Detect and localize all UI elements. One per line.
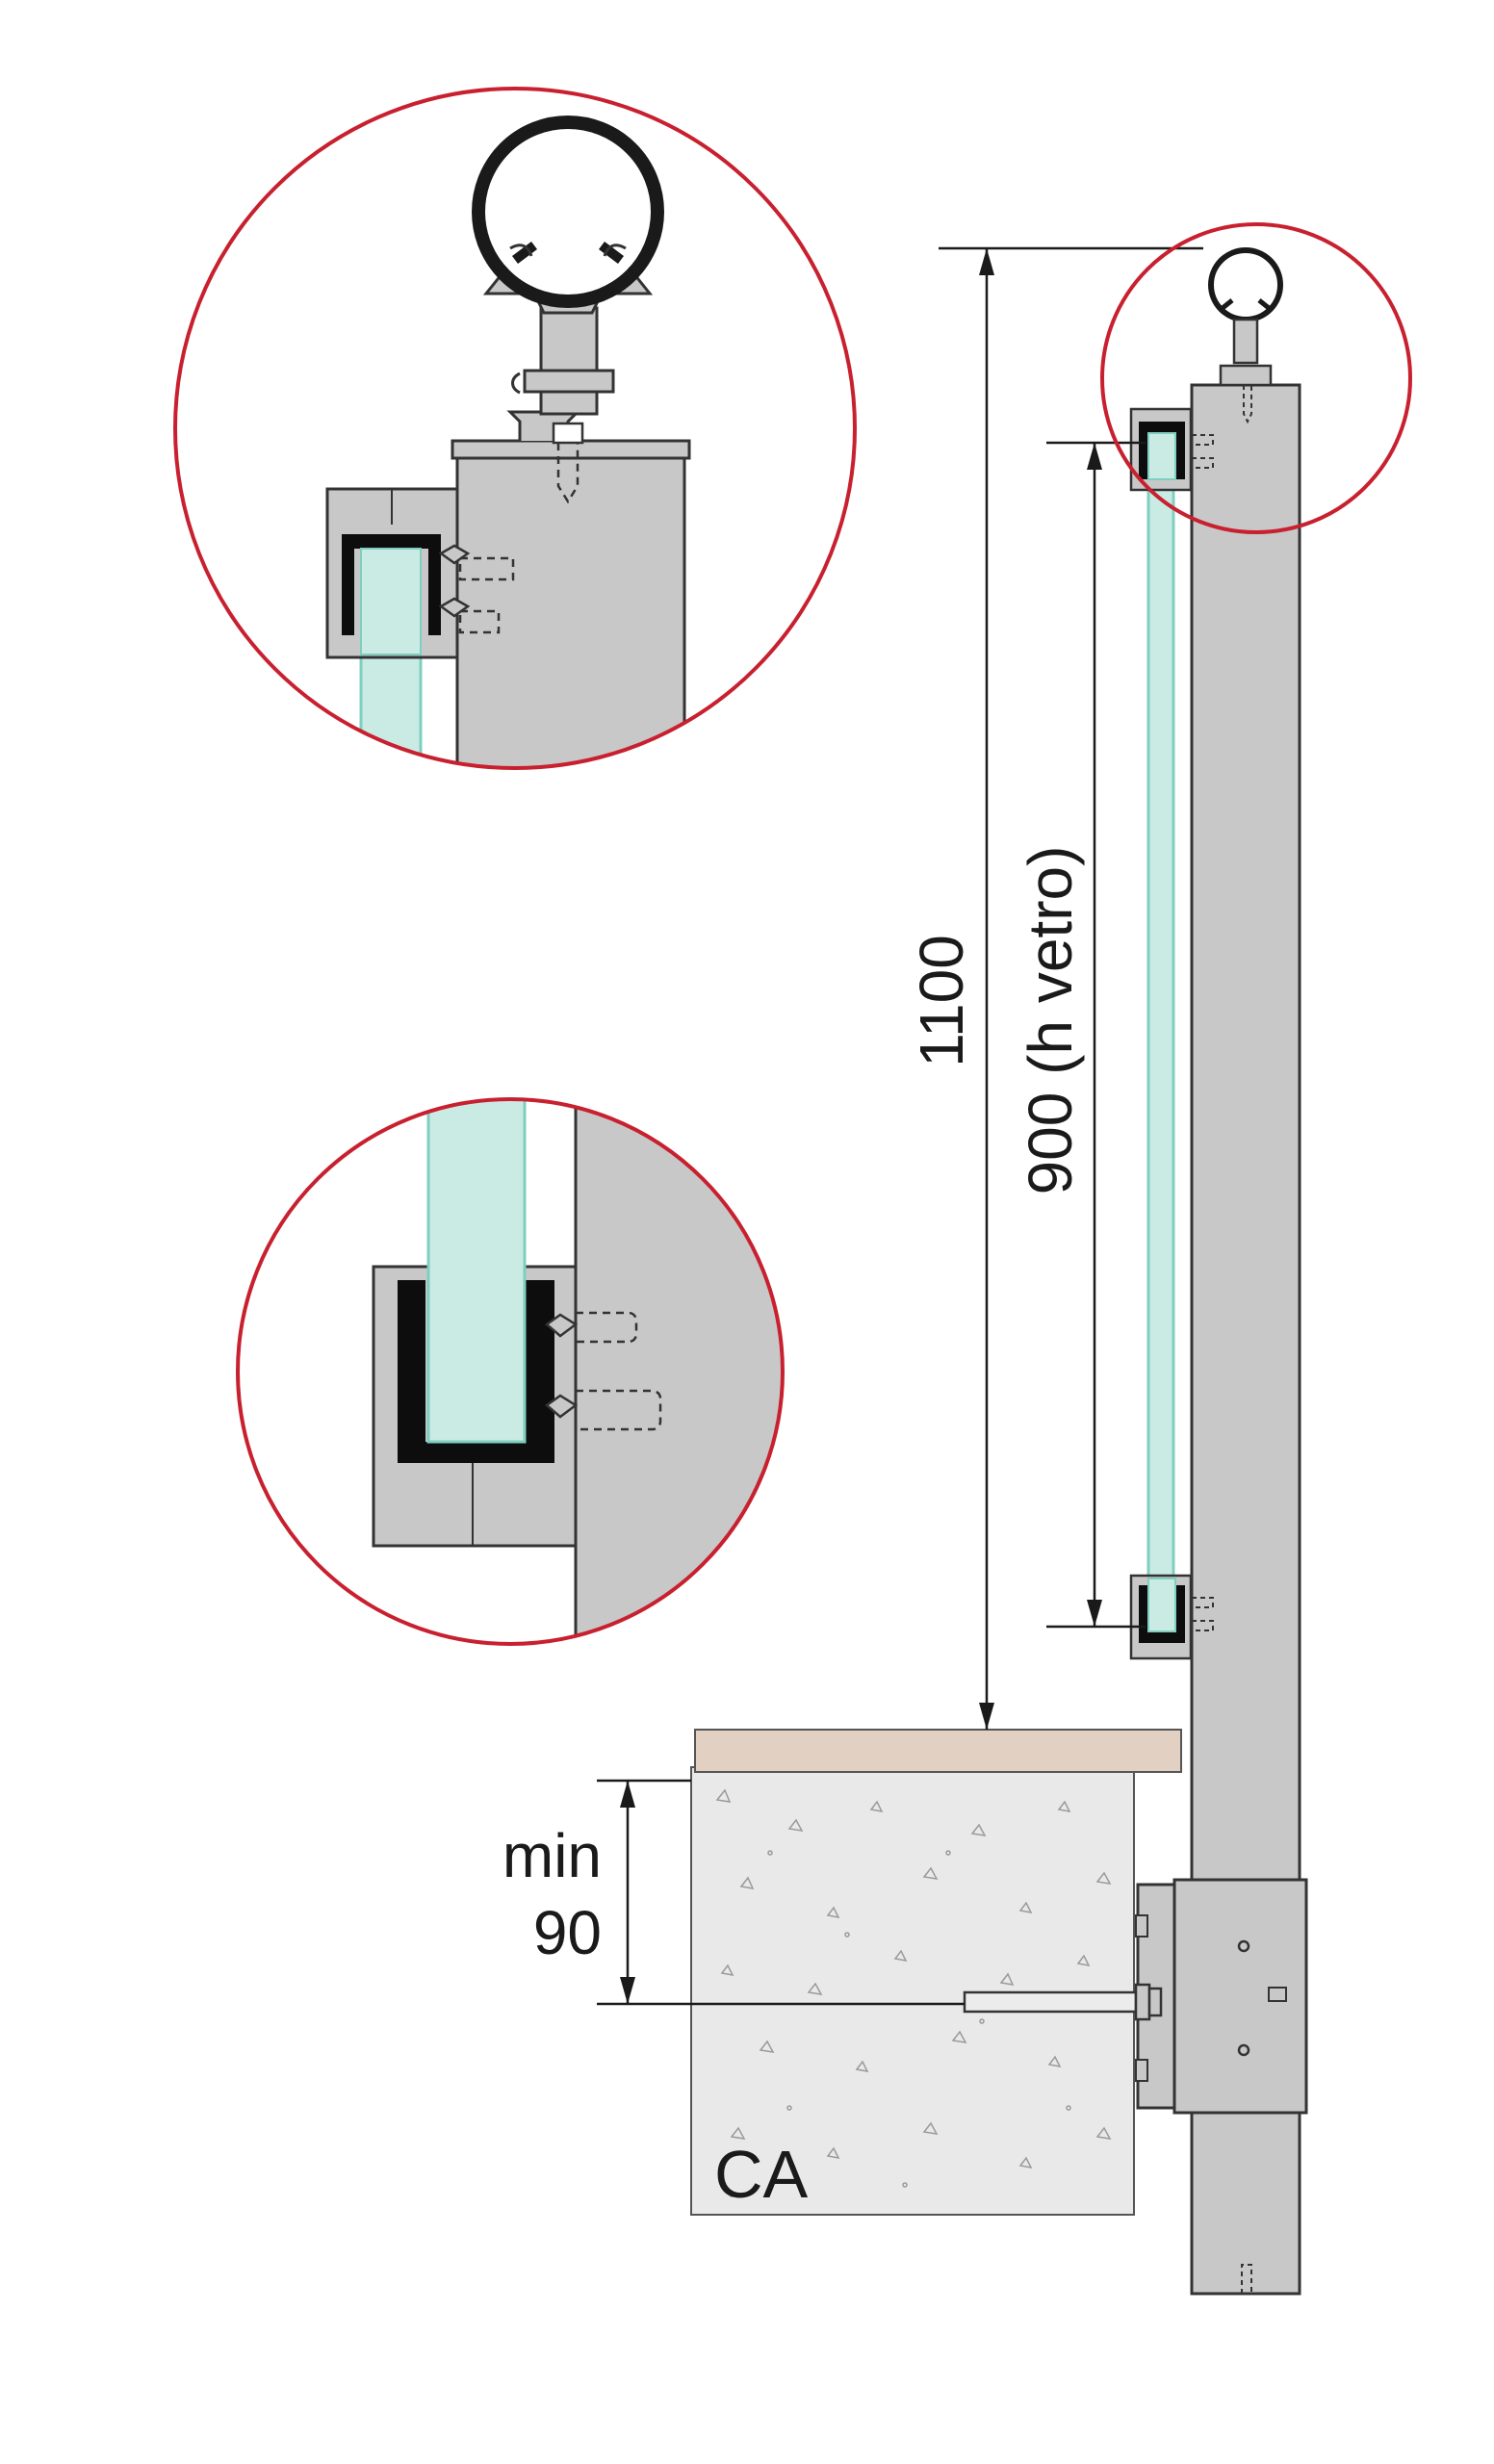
bottom-glass-clamp <box>1129 1574 1214 1660</box>
concrete-slab <box>690 1766 1135 2216</box>
bottom-detail <box>236 1097 785 1646</box>
bracket-hole-top <box>1237 1939 1250 1953</box>
glass-panel <box>1146 434 1175 1631</box>
bracket-hole-bottom <box>1237 2043 1250 2057</box>
dimension-lines <box>597 246 1203 2006</box>
anchor-rod <box>963 1983 1163 2021</box>
dimension-total-height: 1100 <box>907 935 976 1067</box>
dimension-glass-height: 900 (h vetro) <box>1016 846 1085 1195</box>
floor-finish <box>694 1729 1182 1773</box>
bottom-detail-circle <box>236 1097 785 1646</box>
anchor-bracket-block <box>1172 1878 1308 2115</box>
material-label: CA <box>714 2137 809 2212</box>
main-elevation <box>690 247 1308 2296</box>
dimension-min-value: 90 <box>533 1898 602 1967</box>
top-detail-circle <box>173 87 857 770</box>
detail-marker-circle <box>1100 222 1412 534</box>
post-bottom-screw <box>1241 2264 1252 2294</box>
top-glass-clamp <box>1129 407 1214 492</box>
top-detail <box>173 87 857 770</box>
handrail <box>1208 247 1283 424</box>
dimension-min-label: min <box>502 1821 602 1890</box>
concrete-texture <box>715 1788 1112 2197</box>
